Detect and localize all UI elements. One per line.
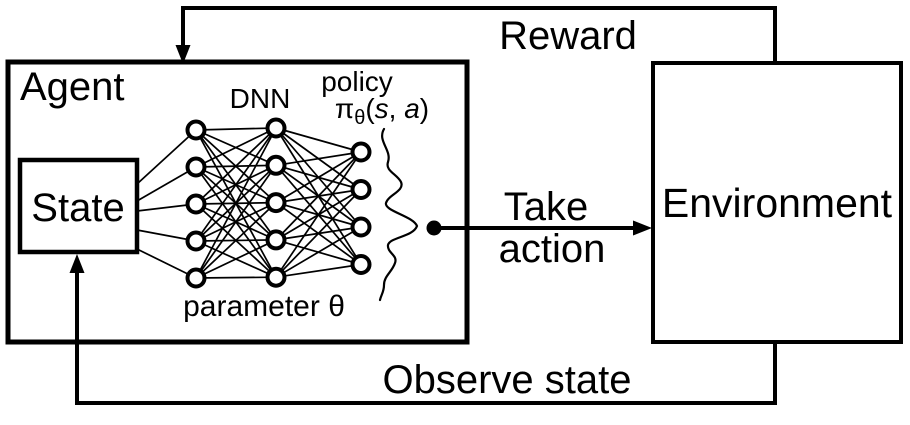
state-input-edge [136,248,197,279]
observe-state-arrow [69,254,777,405]
state-label: State [31,186,124,230]
dnn-node [350,141,372,163]
reward-arrowhead-icon [175,45,191,64]
dnn-edge [275,151,362,204]
dnn-edge [195,164,277,279]
s-symbol: s [375,93,389,124]
dnn-node [185,119,207,141]
dnn-edge [195,127,277,242]
dnn-node [185,267,207,289]
dnn-node [265,117,287,139]
dnn-edge [195,127,277,205]
dnn-edge [195,127,277,279]
take-action-label-line1: Take [504,185,589,229]
parameter-label: parameter θ [183,290,345,323]
take-action-arrowhead-icon [633,220,652,236]
state-box [17,157,140,255]
observe-state-arrowhead-icon [69,254,85,273]
dnn-edge [275,151,362,278]
dnn-node [265,154,287,176]
reward-arrow [175,6,777,64]
dnn-node [350,254,372,275]
take-action-arrow [434,220,652,236]
observe-state-line [75,266,777,405]
dnn-edge [195,127,277,168]
dnn-edge [195,201,277,279]
dnn-edge [275,226,362,278]
dnn-label: DNN [230,83,291,114]
observe-state-label: Observe state [382,358,631,402]
reward-arrow-line [181,6,777,63]
environment-box [651,61,903,344]
dnn-node [350,216,372,238]
environment-label: Environment [662,180,893,226]
close-paren: ) [420,93,429,124]
separator: , [389,93,405,124]
dnn-node [185,156,207,178]
policy-distribution-curve [378,127,419,302]
dnn-node [185,193,207,215]
dnn-node [265,266,287,288]
theta-subscript: θ [354,107,365,129]
dnn-node [350,179,372,200]
dnn-edge [195,239,277,279]
dnn-edge [275,263,362,279]
agent-label: Agent [20,65,125,109]
dnn-edge [275,188,362,278]
dnn-edge [275,151,362,167]
dnn-node [185,230,207,252]
policy-formula-label: πθ(s, a) [335,93,429,129]
dnn-nodes [185,117,372,289]
policy-caption-label: policy [321,66,393,97]
dnn-edge [195,127,277,131]
pi-symbol: π [335,93,354,124]
dnn-node [265,192,287,214]
dnn-edge [275,151,362,241]
dnn-edge [195,276,277,279]
dnn-edge [275,127,362,153]
state-input-edge [136,129,197,185]
open-paren: ( [365,93,375,124]
dnn-node [265,229,287,251]
a-symbol: a [404,93,420,124]
state-input-edge [136,166,197,202]
reward-label: Reward [499,14,637,58]
take-action-label-line2: action [499,227,606,271]
